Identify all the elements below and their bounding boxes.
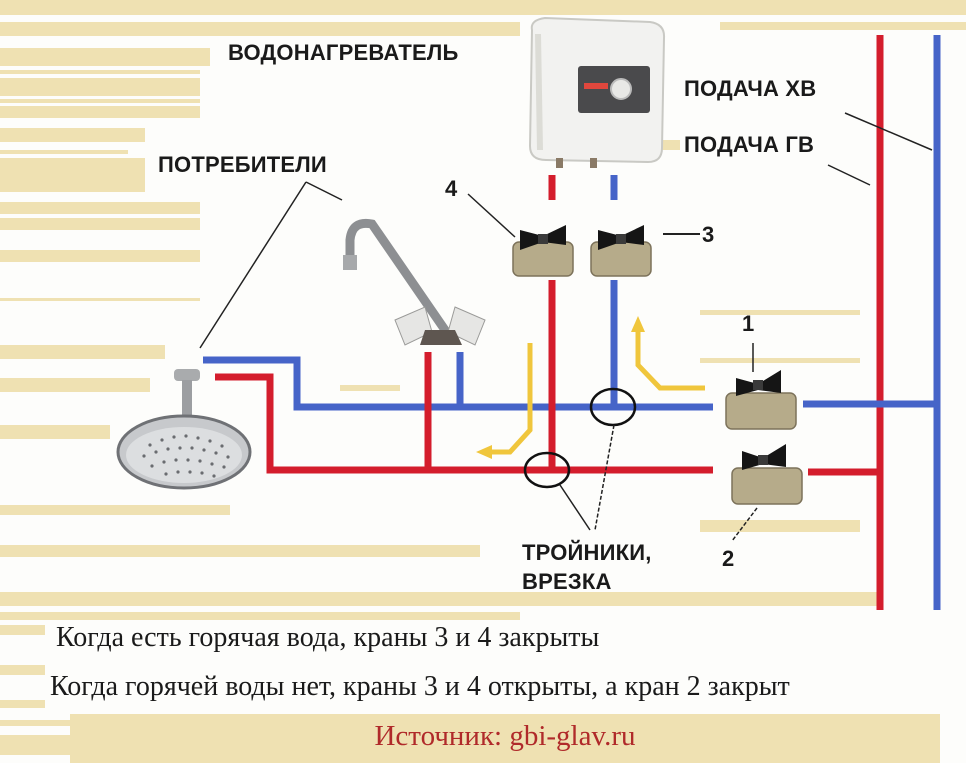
valve-4-number: 4	[445, 176, 458, 201]
note-1-box	[45, 620, 720, 665]
valve-1-number: 1	[742, 311, 755, 336]
water-heater	[528, 16, 666, 168]
flow-arrow-cold-up	[631, 316, 705, 391]
tee-marker-hot	[523, 451, 571, 489]
hot-supply-leader	[827, 164, 871, 186]
cold-supply-leader	[844, 112, 933, 151]
note-hot-water-available: Когда есть горячая вода, краны 3 и 4 зак…	[56, 622, 600, 653]
valve-2-leader	[731, 507, 758, 542]
water-heater-label: ВОДОНАГРЕВАТЕЛЬ	[228, 40, 459, 65]
valve-3-icon	[590, 225, 652, 277]
valve-2-icon	[731, 444, 803, 505]
tees-label-line1: ТРОЙНИКИ,	[522, 540, 652, 565]
valve-1-icon	[725, 370, 797, 430]
tee-marker-cold	[589, 387, 637, 427]
valve-2-number: 2	[722, 546, 735, 571]
faucet-icon	[343, 218, 486, 346]
cold-pipe-main	[203, 356, 713, 411]
hot-pipe-main	[215, 373, 713, 474]
valve-4-icon	[512, 225, 574, 277]
source-bar: Источник: gbi-glav.ru	[70, 714, 940, 763]
note-2-box	[45, 668, 966, 714]
hot-supply-label: ПОДАЧА ГВ	[684, 132, 815, 157]
consumers-label: ПОТРЕБИТЕЛИ	[158, 152, 327, 177]
consumers-leader-faucet	[305, 181, 343, 201]
tees-label-line2: ВРЕЗКА	[522, 569, 612, 594]
heater-thermostat-knob	[610, 78, 632, 100]
valve-4-leader	[467, 193, 516, 238]
shower-head-icon	[116, 369, 252, 490]
valve-3-number: 3	[702, 222, 715, 247]
flow-arrow-hot-down	[476, 343, 533, 459]
source-link[interactable]: Источник: gbi-glav.ru	[374, 720, 636, 752]
tee-leader-cold	[594, 424, 615, 531]
tee-leader-hot	[559, 484, 591, 531]
note-hot-water-unavailable: Когда горячей воды нет, краны 3 и 4 откр…	[50, 671, 790, 702]
consumers-leader	[199, 181, 307, 349]
cold-supply-label: ПОДАЧА ХВ	[684, 76, 817, 101]
